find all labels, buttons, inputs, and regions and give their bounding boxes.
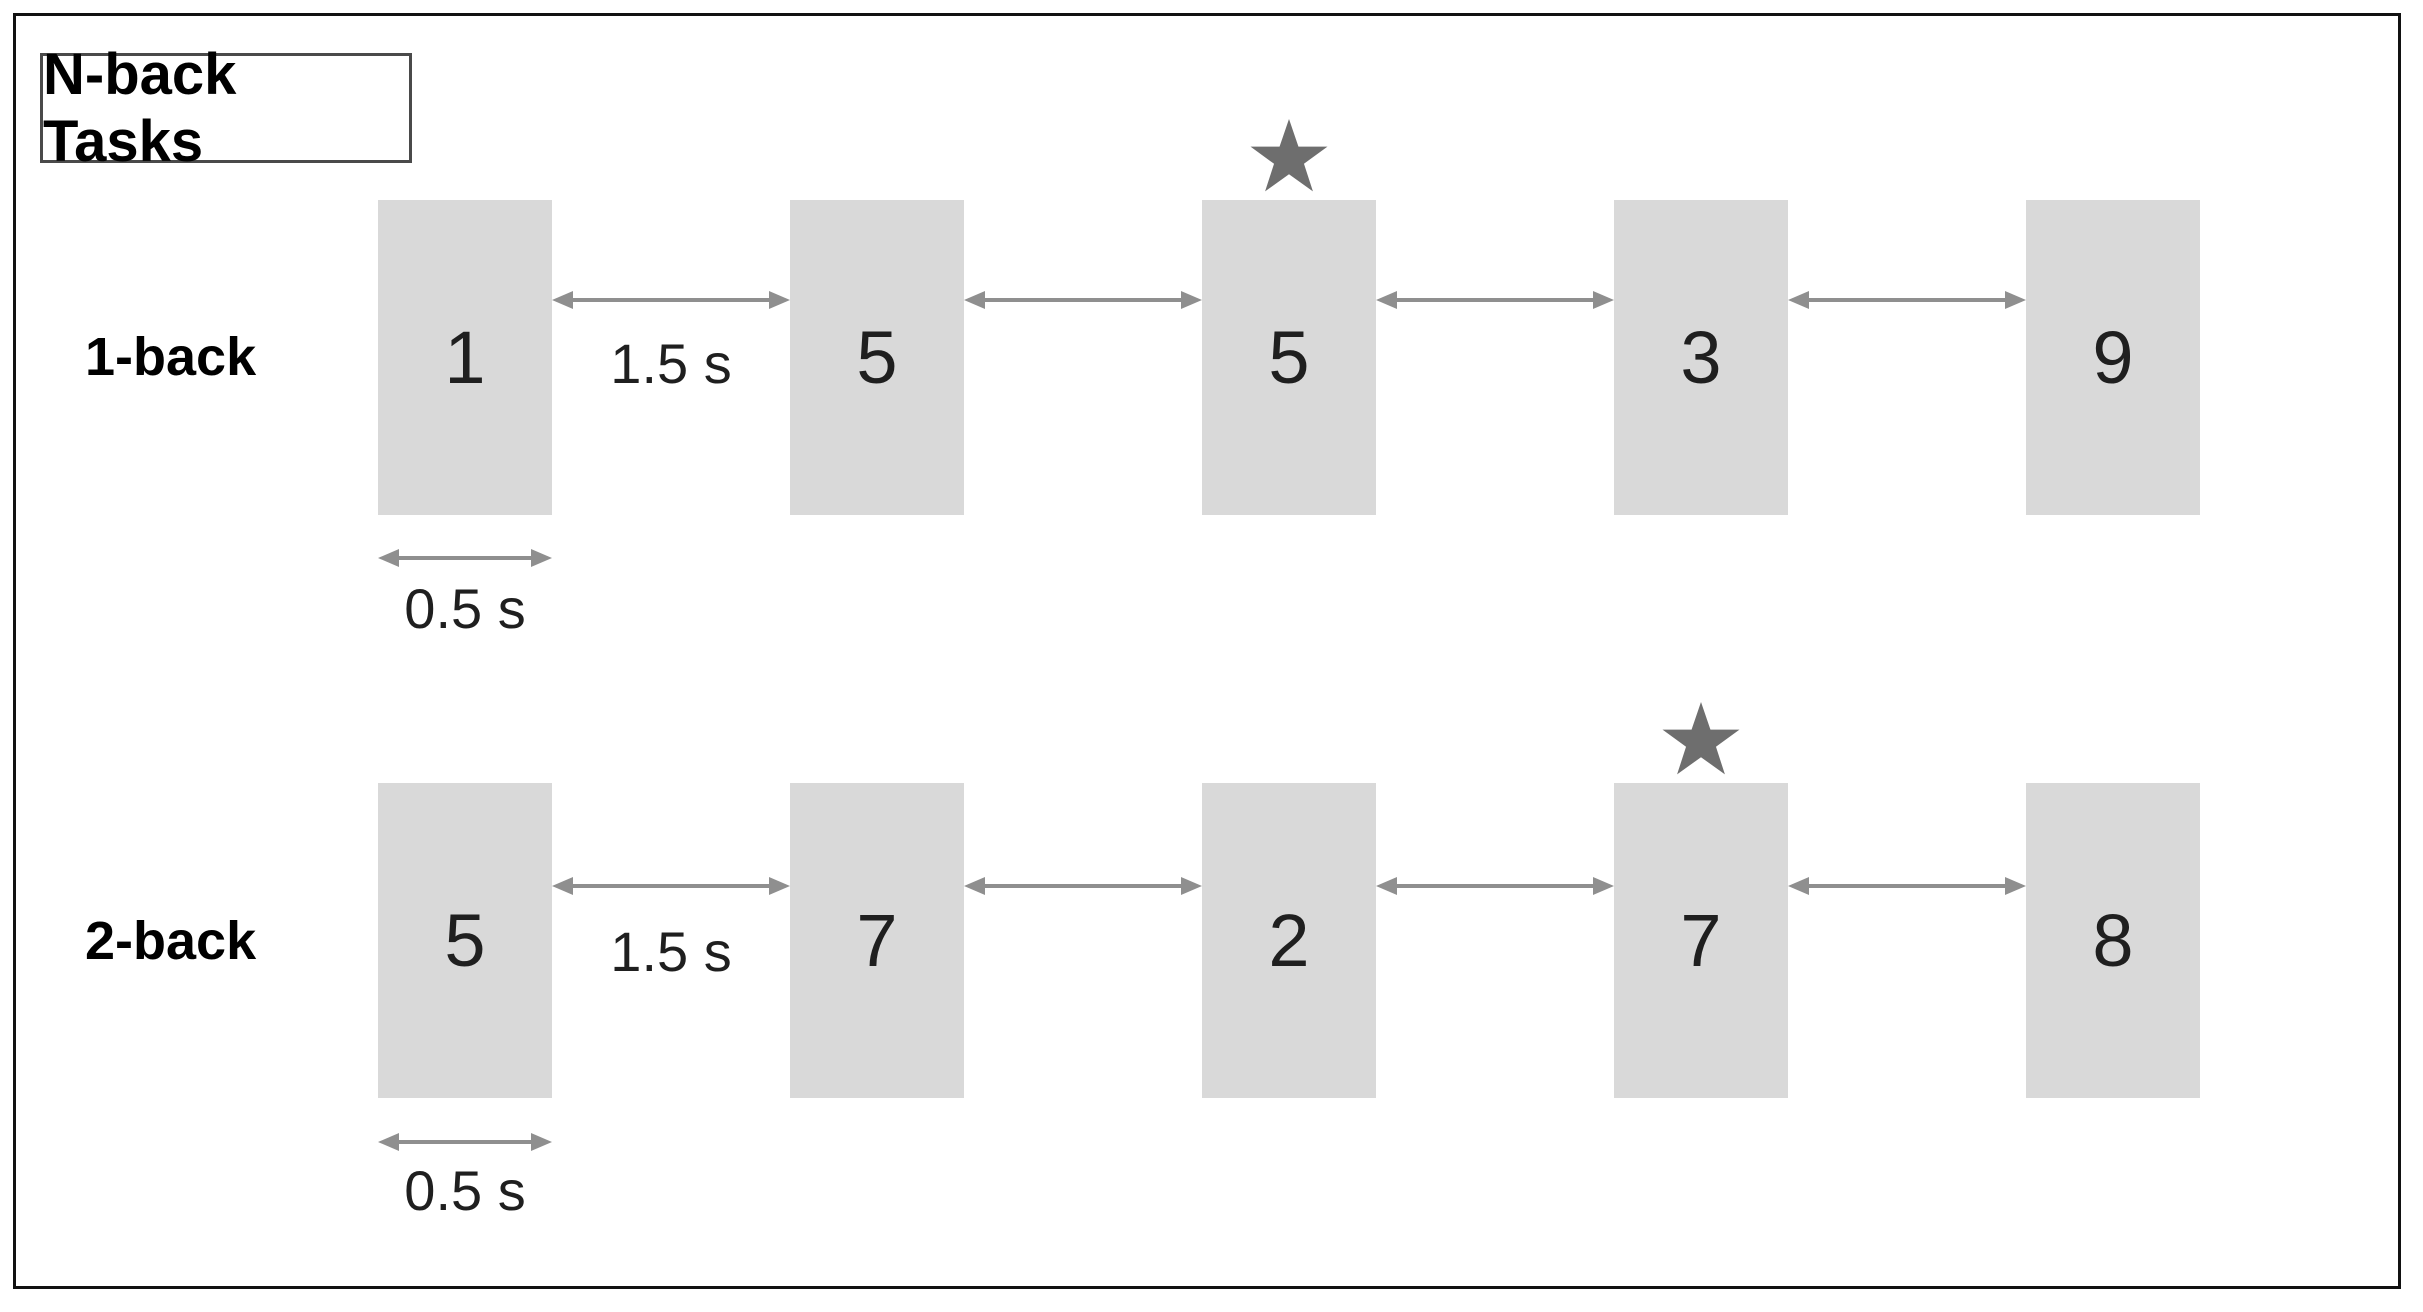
double-arrow-icon (1376, 877, 1614, 895)
arrow-shaft (1809, 884, 2005, 888)
stimulus-digit: 3 (1680, 316, 1722, 399)
stimulus-digit: 8 (2092, 899, 2134, 982)
double-arrow-icon (1788, 877, 2026, 895)
arrow-left-head (1376, 291, 1397, 309)
double-arrow-icon (1376, 291, 1614, 309)
stimulus-digit: 9 (2092, 316, 2134, 399)
arrow-left-head (1788, 877, 1809, 895)
interstimulus-interval-label: 1.5 s (610, 332, 732, 395)
stimulus-digit: 5 (1268, 316, 1310, 399)
arrow-right-head (531, 1133, 552, 1151)
double-arrow-icon (964, 877, 1202, 895)
stimulus-box: 1 (378, 200, 552, 515)
row-label-1-back: 1-back (85, 327, 257, 387)
double-arrow-icon (552, 877, 790, 895)
stimulus-digit: 7 (1680, 899, 1722, 982)
star-icon (1661, 702, 1741, 778)
arrow-left-head (552, 877, 573, 895)
arrow-left-head (964, 291, 985, 309)
stimulus-box-target: 5 (1202, 200, 1376, 515)
stimulus-digit: 5 (856, 316, 898, 399)
arrow-shaft (573, 884, 769, 888)
stimulus-digit: 1 (444, 316, 486, 399)
arrow-right-head (769, 877, 790, 895)
duration-arrow-icon (378, 1133, 552, 1151)
stimulus-duration-label: 0.5 s (404, 1159, 526, 1222)
stimulus-box: 3 (1614, 200, 1788, 515)
arrow-shaft (399, 556, 531, 560)
arrow-shaft (399, 1140, 531, 1144)
stimulus-digit: 7 (856, 899, 898, 982)
interstimulus-interval-label: 1.5 s (610, 920, 732, 983)
arrow-shaft (985, 884, 1181, 888)
stimulus-box: 8 (2026, 783, 2200, 1098)
double-arrow-icon (552, 291, 790, 309)
arrow-right-head (2005, 877, 2026, 895)
arrow-right-head (769, 291, 790, 309)
arrow-left-head (552, 291, 573, 309)
stimulus-box: 2 (1202, 783, 1376, 1098)
double-arrow-icon (964, 291, 1202, 309)
figure-title-box: N-back Tasks (40, 42, 412, 174)
arrow-shaft (1397, 884, 1593, 888)
arrow-left-head (964, 877, 985, 895)
arrow-shaft (985, 298, 1181, 302)
arrow-right-head (1181, 877, 1202, 895)
arrow-shaft (1397, 298, 1593, 302)
duration-arrow-icon (378, 549, 552, 567)
arrow-left-head (378, 1133, 399, 1151)
stimulus-box: 5 (790, 200, 964, 515)
stimulus-digit: 5 (444, 899, 486, 982)
arrow-right-head (531, 549, 552, 567)
arrow-left-head (1376, 877, 1397, 895)
arrow-right-head (2005, 291, 2026, 309)
arrow-left-head (1788, 291, 1809, 309)
stimulus-duration-label: 0.5 s (404, 577, 526, 640)
arrow-shaft (573, 298, 769, 302)
arrow-right-head (1593, 291, 1614, 309)
star-icon (1249, 119, 1329, 195)
row-label-2-back: 2-back (85, 911, 257, 971)
stimulus-box: 5 (378, 783, 552, 1098)
figure-title: N-back Tasks (43, 42, 237, 174)
arrow-shaft (1809, 298, 2005, 302)
stimulus-digit: 2 (1268, 899, 1310, 982)
stimulus-box: 7 (790, 783, 964, 1098)
stimulus-box-target: 7 (1614, 783, 1788, 1098)
arrow-left-head (378, 549, 399, 567)
arrow-right-head (1593, 877, 1614, 895)
stimulus-box: 9 (2026, 200, 2200, 515)
arrow-right-head (1181, 291, 1202, 309)
outer-frame (13, 13, 2401, 1289)
double-arrow-icon (1788, 291, 2026, 309)
